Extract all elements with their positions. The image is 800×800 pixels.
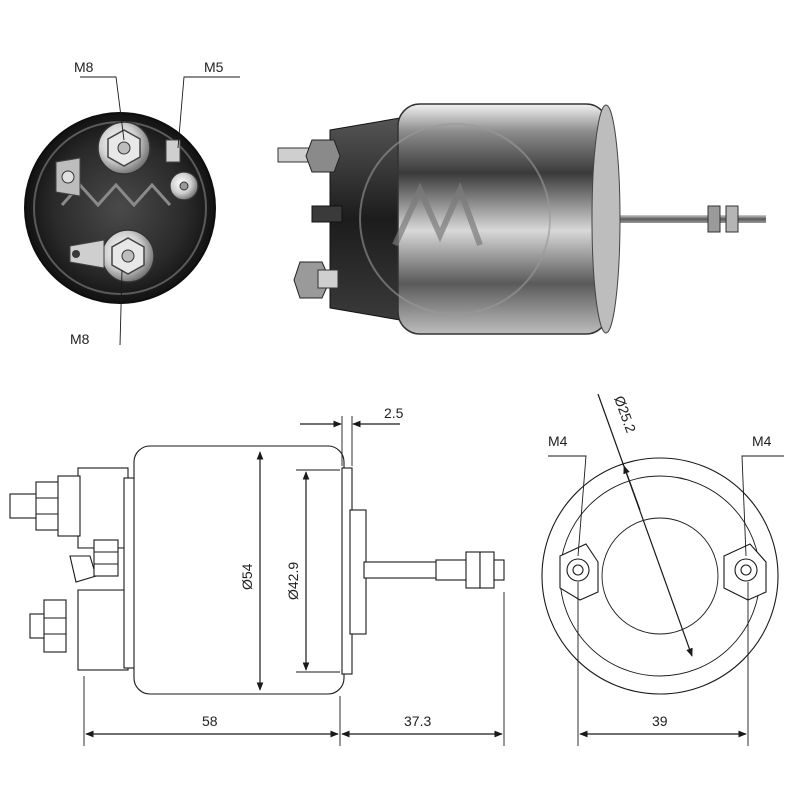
- dim-body-length: 58: [202, 713, 218, 729]
- dim-flange: 2.5: [384, 405, 404, 421]
- label-m4-left: M4: [548, 433, 568, 449]
- tab-hole: [72, 250, 80, 258]
- side-terminal-mid: [311, 205, 343, 223]
- terminal-m8-bottom-stud: [121, 249, 135, 263]
- stud-top-nut: [35, 481, 61, 531]
- bottom-terminal-tab: [69, 239, 105, 269]
- dim-line-bore-inner: [623, 465, 641, 511]
- shaft-nut-2: [479, 551, 495, 589]
- watermark-mark: [392, 181, 483, 247]
- photo-side-view: [277, 103, 766, 335]
- terminal-m5-stud: [179, 181, 189, 191]
- small-terminal-stud: [61, 170, 75, 184]
- dim-body-diameter: Ø54: [239, 563, 255, 590]
- stud-bottom-nut: [43, 599, 67, 653]
- leader-m4-right: [741, 455, 784, 557]
- end-stud-left-core: [572, 564, 584, 576]
- dim-inner-diameter: Ø42.9: [285, 562, 301, 600]
- leader-m4-left: [548, 455, 587, 557]
- stud-top-washer: [57, 475, 81, 537]
- stud-top-end: [9, 493, 39, 519]
- rod-nut-2: [725, 205, 739, 233]
- plunger-rod: [596, 215, 766, 223]
- leader-m5: [177, 76, 240, 149]
- drawing-side-view: Ø54 Ø42.9 2.5 58 37.3: [9, 405, 505, 746]
- label-m8-top: M8: [74, 59, 94, 75]
- label-m5: M5: [204, 59, 224, 75]
- drawing-end-view: Ø25.2 M4 M4 39: [541, 393, 784, 746]
- photo-watermark: [359, 123, 551, 315]
- m5-bracket: [165, 139, 181, 163]
- end-outer-circle: [541, 457, 779, 695]
- drawing-terminal-block-bottom: [77, 589, 129, 671]
- metal-body: [397, 103, 609, 335]
- stud-middle: [93, 539, 119, 577]
- terminal-m8-top-stud: [117, 141, 131, 155]
- rod-nut-1: [707, 205, 721, 233]
- dim-shaft-length: 37.3: [404, 713, 431, 729]
- side-terminal-top-nut: [305, 139, 341, 173]
- photo-front-view: M8 M5 M8: [24, 59, 240, 347]
- end-bore-circle: [601, 517, 719, 635]
- shaft-nut-1: [465, 551, 481, 589]
- leader-m8-bottom: [119, 269, 123, 346]
- label-m8-bottom: M8: [70, 331, 90, 347]
- dim-line-bore: [597, 393, 693, 657]
- dim-stud-spacing: 39: [652, 713, 668, 729]
- shaft-tip: [493, 559, 505, 581]
- drawing-terminal-block-top: [77, 467, 129, 549]
- shaft-thread: [435, 559, 469, 581]
- side-terminal-bottom-stud: [317, 269, 339, 289]
- dim-bore: Ø25.2: [611, 394, 639, 436]
- label-m4-right: M4: [752, 433, 772, 449]
- end-stud-right-core: [740, 564, 752, 576]
- body-end-face: [591, 104, 621, 334]
- leader-m8-top: [80, 76, 125, 141]
